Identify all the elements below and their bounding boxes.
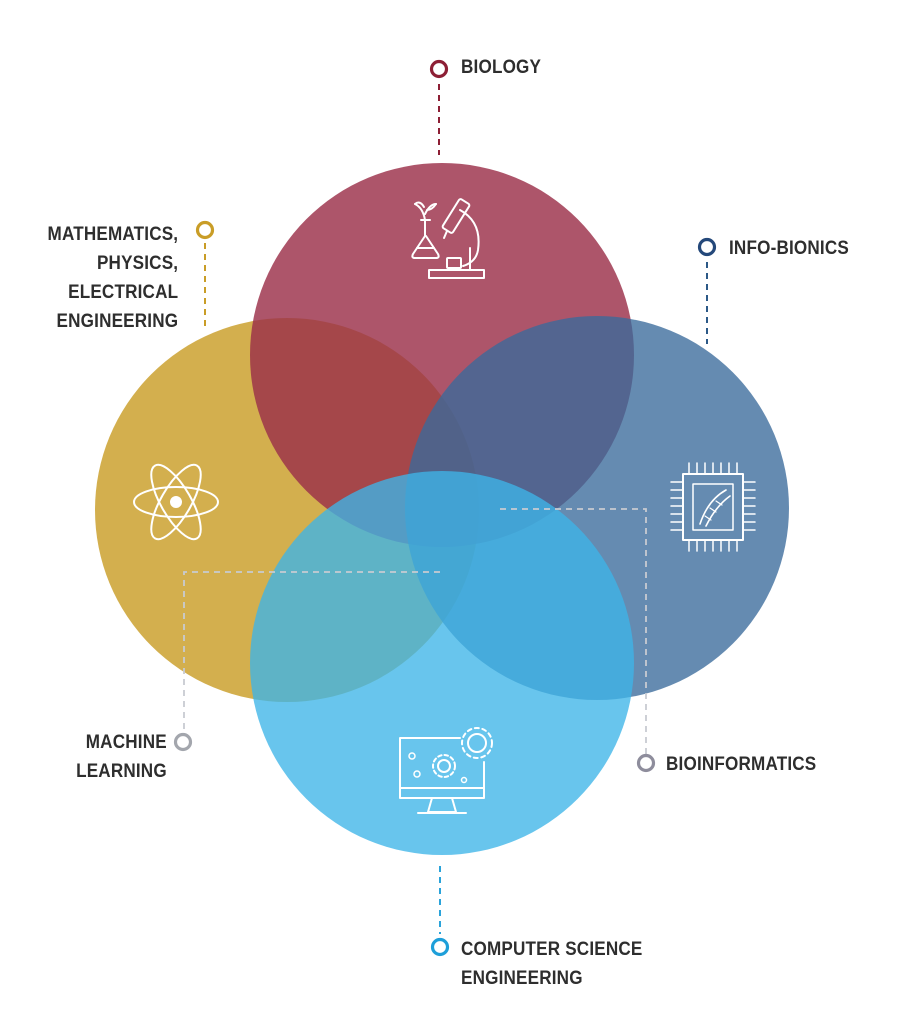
- marker-info-bionics: [697, 237, 717, 257]
- label-machine-learning-line-2: LEARNING: [76, 761, 167, 782]
- label-bioinformatics: BIOINFORMATICS: [666, 750, 816, 779]
- label-mathematics-line-4: ENGINEERING: [56, 311, 178, 332]
- label-mathematics-line-3: ELECTRICAL: [67, 282, 178, 303]
- marker-biology: [429, 59, 449, 79]
- microscope-flask-icon: [411, 198, 485, 279]
- leader-lines: [183, 84, 708, 934]
- marker-computer-science: [430, 937, 450, 957]
- leader-bioinformatics: [500, 508, 647, 754]
- label-markers: [173, 59, 717, 957]
- label-bioinformatics-line-1: BIOINFORMATICS: [666, 754, 817, 775]
- atom-icon: [133, 463, 219, 541]
- label-computer-science-line-2: ENGINEERING: [461, 968, 583, 989]
- label-mathematics-line-2: PHYSICS,: [96, 253, 178, 274]
- dna-chip-icon: [670, 462, 756, 552]
- marker-bioinformatics: [636, 753, 656, 773]
- marker-machine-learning: [173, 732, 193, 752]
- label-machine-learning: MACHINE LEARNING: [76, 728, 167, 786]
- label-info-bionics: INFO-BIONICS: [729, 234, 849, 263]
- monitor-gears-icon: [399, 727, 493, 814]
- marker-mathematics: [195, 220, 215, 240]
- label-machine-learning-line-1: MACHINE: [85, 732, 167, 753]
- label-biology-line-1: BIOLOGY: [461, 57, 542, 78]
- label-biology: BIOLOGY: [461, 53, 541, 82]
- label-mathematics: MATHEMATICS, PHYSICS, ELECTRICAL ENGINEE…: [47, 220, 178, 336]
- label-info-bionics-line-1: INFO-BIONICS: [729, 238, 849, 259]
- venn-circles: [95, 163, 789, 855]
- label-mathematics-line-1: MATHEMATICS,: [47, 224, 178, 245]
- label-computer-science-line-1: COMPUTER SCIENCE: [461, 939, 643, 960]
- leader-machine-learning: [183, 571, 440, 733]
- label-computer-science: COMPUTER SCIENCE ENGINEERING: [461, 935, 643, 993]
- circle-computer-science: [250, 471, 634, 855]
